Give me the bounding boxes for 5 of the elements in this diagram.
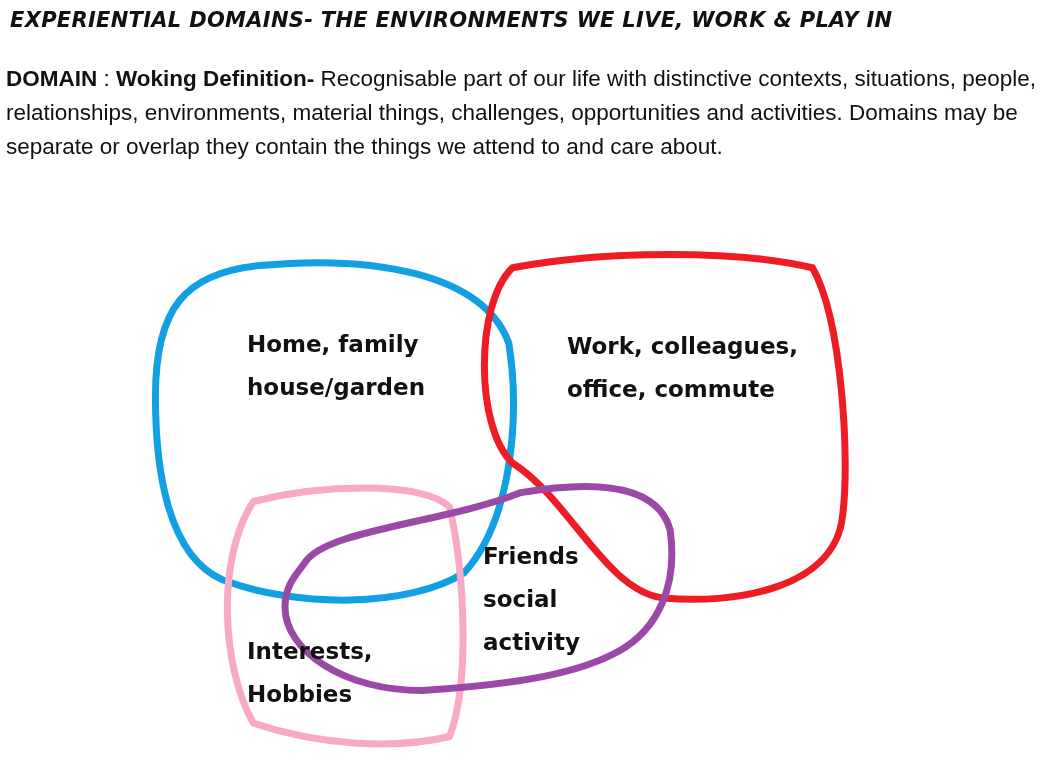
domain-label: Work, colleagues, office, commute — [567, 332, 799, 404]
domain-label: Friends social activity — [483, 542, 581, 657]
domain-label: Home, family house/garden — [247, 330, 426, 402]
title: EXPERIENTIAL DOMAINS- THE ENVIRONMENTS WE LIVE, WORK & PLAY IN — [10, 8, 894, 32]
definition-text: DOMAIN : Woking Definition- Recognisable part of our life with distinctive contexts, situations, people, relationships, environments, material things, challenges, opportunities and activities. Domains may be separate or overlap they contain the things we attend to and care about. — [6, 65, 1037, 161]
